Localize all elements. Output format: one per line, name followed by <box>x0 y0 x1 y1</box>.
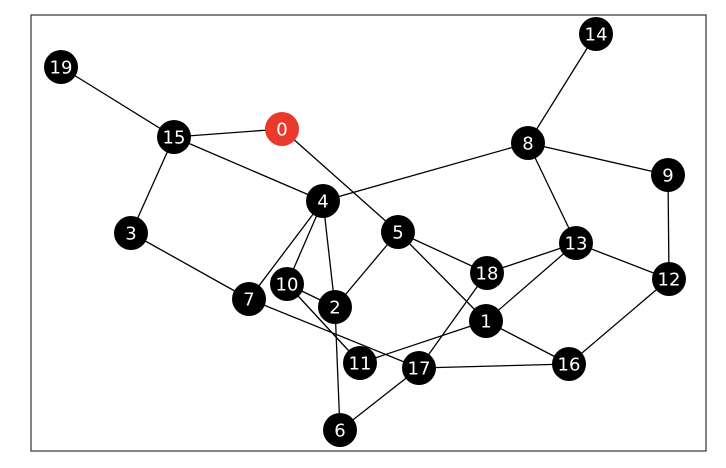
node-17: 17 <box>402 351 436 385</box>
node-circle-17 <box>402 351 436 385</box>
node-circle-15 <box>157 120 191 154</box>
node-circle-14 <box>579 17 613 51</box>
edge-14-8 <box>527 33 597 144</box>
plot-frame <box>30 14 707 452</box>
node-1: 1 <box>469 304 503 338</box>
edge-7-17 <box>248 298 420 369</box>
node-label-14: 14 <box>585 25 608 46</box>
node-label-7: 7 <box>243 290 254 311</box>
node-14: 14 <box>579 17 613 51</box>
node-circle-0 <box>265 112 299 146</box>
edge-15-0 <box>173 128 283 138</box>
node-label-2: 2 <box>329 298 340 319</box>
edge-8-13 <box>527 142 577 244</box>
edge-15-4 <box>173 136 324 202</box>
node-circle-1 <box>469 304 503 338</box>
node-circle-8 <box>511 126 545 160</box>
node-circle-12 <box>652 262 686 296</box>
node-label-10: 10 <box>276 275 299 296</box>
node-label-0: 0 <box>276 120 287 141</box>
node-circle-5 <box>381 215 415 249</box>
node-8: 8 <box>511 126 545 160</box>
node-6: 6 <box>323 413 357 447</box>
node-label-8: 8 <box>522 134 533 155</box>
edge-1-11 <box>359 320 487 364</box>
node-0: 0 <box>265 112 299 146</box>
edge-0-5 <box>281 128 399 233</box>
node-9: 9 <box>651 158 685 192</box>
node-label-3: 3 <box>125 224 136 245</box>
node-11: 11 <box>343 346 377 380</box>
node-16: 16 <box>552 347 586 381</box>
node-label-19: 19 <box>50 58 73 79</box>
node-circle-7 <box>232 282 266 316</box>
node-label-4: 4 <box>317 192 328 213</box>
node-2: 2 <box>318 290 352 324</box>
node-4: 4 <box>306 184 340 218</box>
edge-4-2 <box>322 200 336 308</box>
edge-12-16 <box>568 278 670 365</box>
edge-15-3 <box>130 136 175 234</box>
node-circle-3 <box>114 216 148 250</box>
node-18: 18 <box>470 256 504 290</box>
node-label-5: 5 <box>392 223 403 244</box>
edge-19-15 <box>60 66 175 138</box>
node-label-18: 18 <box>476 264 499 285</box>
node-circle-16 <box>552 347 586 381</box>
edge-9-12 <box>667 174 670 280</box>
node-19: 19 <box>44 50 78 84</box>
edge-17-18 <box>418 272 488 369</box>
edge-4-8 <box>322 142 529 202</box>
node-5: 5 <box>381 215 415 249</box>
node-circle-4 <box>306 184 340 218</box>
node-circle-19 <box>44 50 78 84</box>
node-circle-10 <box>270 267 304 301</box>
node-label-13: 13 <box>565 234 588 255</box>
node-10: 10 <box>270 267 304 301</box>
node-label-1: 1 <box>480 312 491 333</box>
edge-2-6 <box>334 306 341 431</box>
node-7: 7 <box>232 282 266 316</box>
edge-13-1 <box>485 242 577 322</box>
node-circle-2 <box>318 290 352 324</box>
edge-10-11 <box>286 283 361 364</box>
edges-group <box>60 33 670 431</box>
edge-3-7 <box>130 232 250 300</box>
node-circle-9 <box>651 158 685 192</box>
node-circle-11 <box>343 346 377 380</box>
node-3: 3 <box>114 216 148 250</box>
node-label-17: 17 <box>408 359 431 380</box>
edge-17-16 <box>418 363 570 369</box>
node-label-16: 16 <box>558 355 581 376</box>
edge-5-1 <box>397 231 487 322</box>
node-15: 15 <box>157 120 191 154</box>
node-12: 12 <box>652 262 686 296</box>
node-label-15: 15 <box>163 128 186 149</box>
node-label-6: 6 <box>334 421 345 442</box>
node-circle-18 <box>470 256 504 290</box>
edge-4-7 <box>248 200 324 300</box>
edge-8-9 <box>527 142 669 176</box>
node-label-9: 9 <box>662 166 673 187</box>
node-circle-6 <box>323 413 357 447</box>
node-label-11: 11 <box>349 354 372 375</box>
node-13: 13 <box>559 226 593 260</box>
node-label-12: 12 <box>658 270 681 291</box>
node-circle-13 <box>559 226 593 260</box>
